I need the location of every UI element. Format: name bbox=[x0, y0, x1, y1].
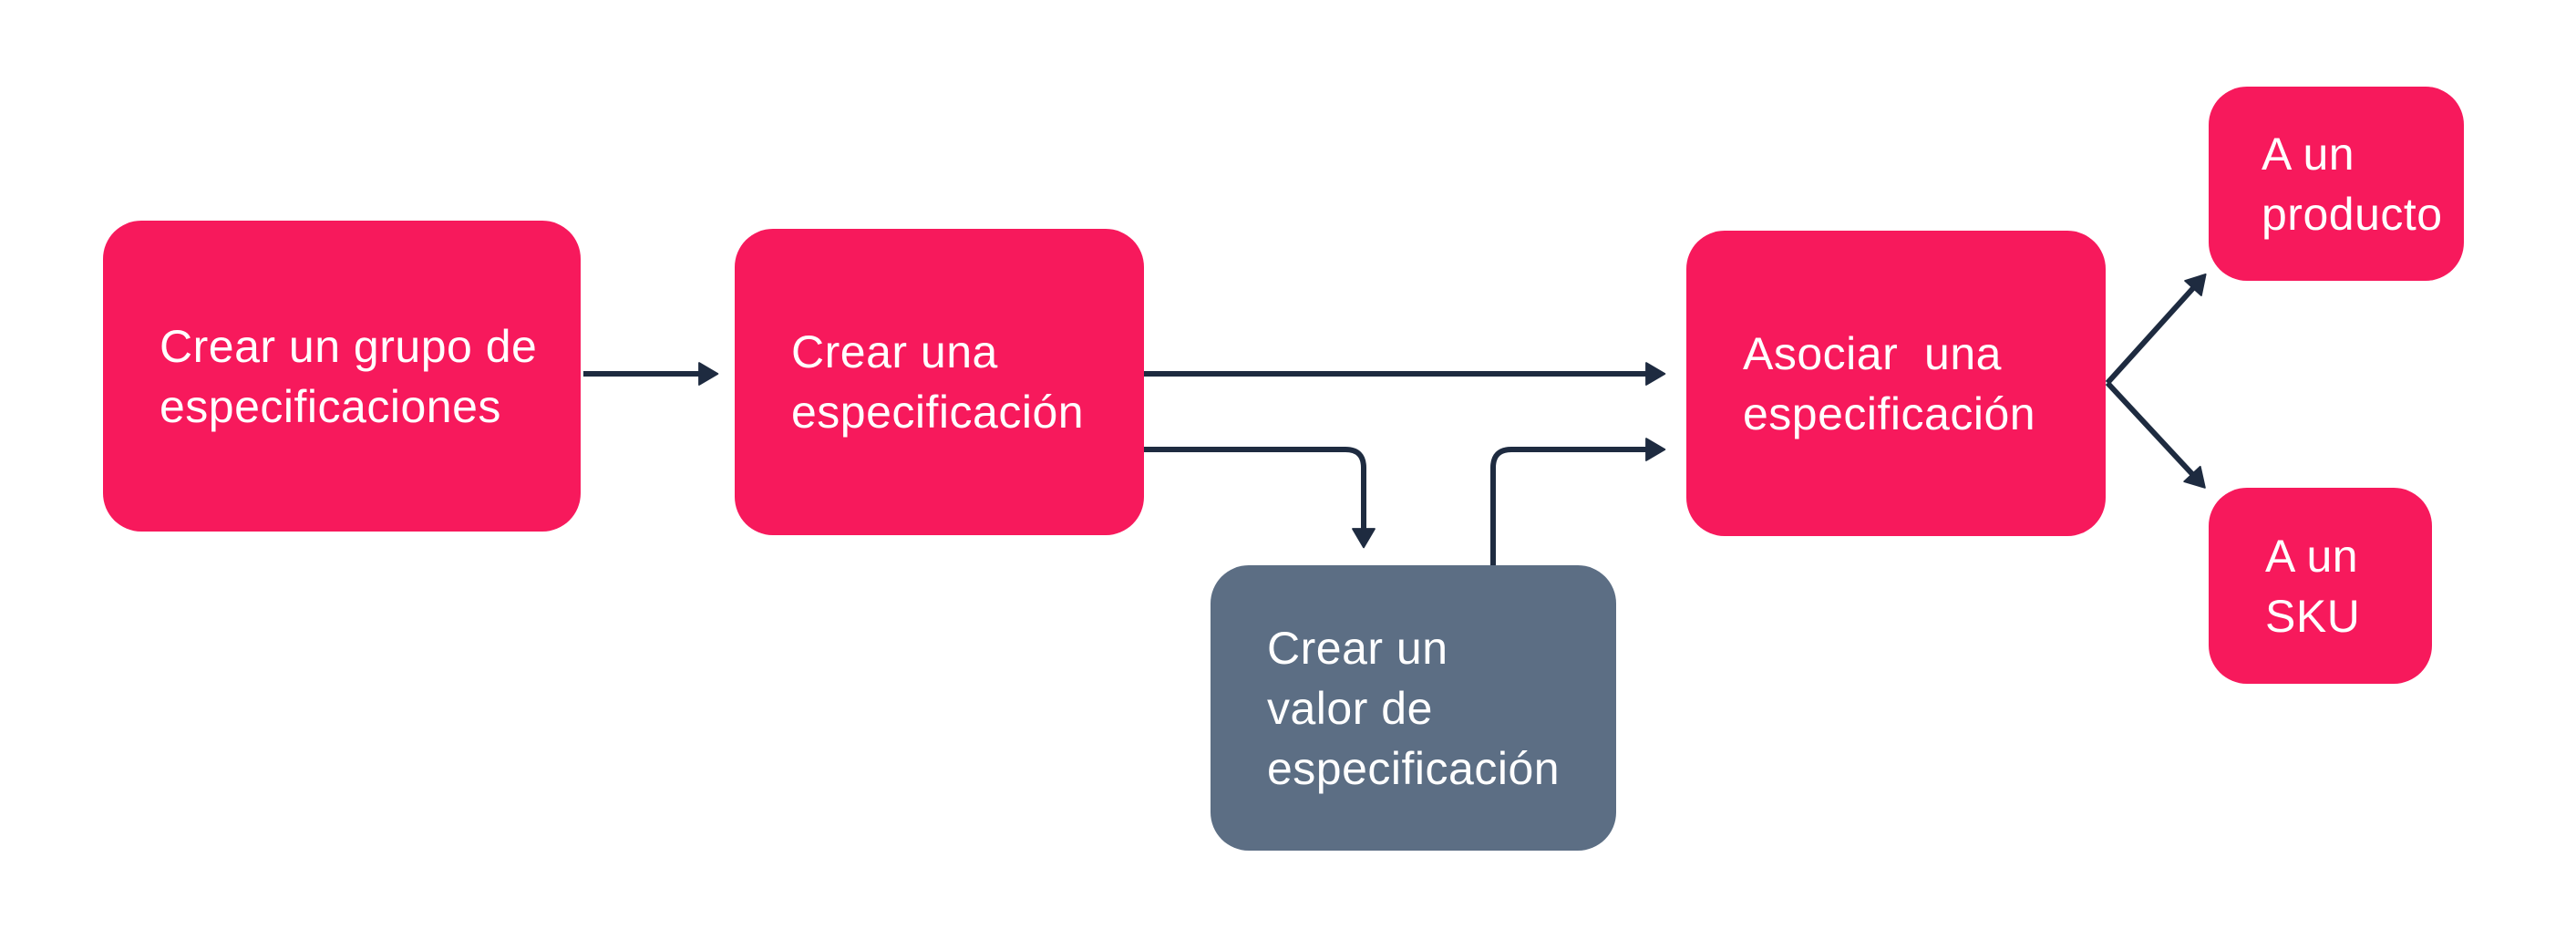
node-create-spec-label: Crear una especificación bbox=[791, 326, 1085, 438]
edge-value-to-associate bbox=[1490, 438, 1666, 569]
node-to-product: A un producto bbox=[2209, 87, 2464, 281]
edge-spec-to-value bbox=[1142, 447, 1376, 549]
node-to-product-label: A un producto bbox=[2262, 128, 2443, 240]
node-create-spec: Crear una especificación bbox=[735, 229, 1144, 535]
edge-associate-to-product bbox=[2105, 273, 2207, 386]
edge-associate-to-sku bbox=[2105, 380, 2206, 489]
node-to-sku-label: A un SKU bbox=[2265, 530, 2361, 642]
node-create-spec-group-label: Crear un grupo de especificaciones bbox=[160, 320, 538, 432]
node-associate-spec-label: Asociar una especificación bbox=[1743, 327, 2036, 439]
node-to-sku: A un SKU bbox=[2209, 488, 2432, 684]
node-create-spec-group: Crear un grupo de especificaciones bbox=[103, 221, 581, 532]
node-associate-spec: Asociar una especificación bbox=[1686, 231, 2106, 536]
node-create-spec-value: Crear un valor de especificación bbox=[1211, 565, 1616, 851]
node-create-spec-value-label: Crear un valor de especificación bbox=[1267, 622, 1561, 794]
